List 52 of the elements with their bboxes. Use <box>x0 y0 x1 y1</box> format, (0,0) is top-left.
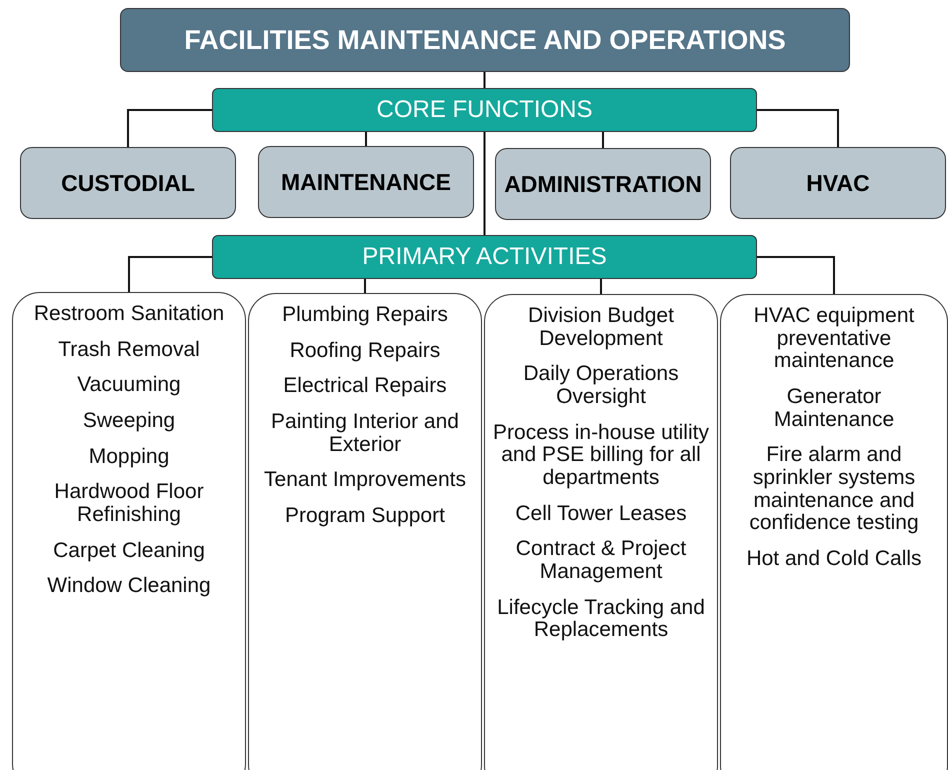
connector-line <box>365 132 367 146</box>
function-box <box>495 148 711 220</box>
activity-item: Process in-house utility and PSE billing for all departments <box>492 422 710 490</box>
activity-item: Hardwood Floor Refinishing <box>53 481 205 527</box>
activity-item: Plumbing Repairs <box>282 304 448 327</box>
node-label: PRIMARY ACTIVITIES <box>362 243 607 271</box>
activity-item: Lifecycle Tracking and Replacements <box>496 596 706 642</box>
node-label: ADMINISTRATION <box>504 170 702 198</box>
connector-line <box>128 256 212 292</box>
activity-panel <box>720 294 948 770</box>
activity-item: Painting Interior and Exterior <box>270 411 460 456</box>
activity-item: Generator Maintenance <box>772 386 896 432</box>
activity-item: Mopping <box>88 446 170 468</box>
node-label: MAINTENANCE <box>281 168 451 196</box>
activity-item: Trash Removal <box>58 338 200 362</box>
activity-item: Program Support <box>285 505 445 528</box>
activity-panel <box>484 294 718 770</box>
node-label: HVAC <box>806 170 870 196</box>
connector-line <box>757 256 835 294</box>
section-band <box>212 235 757 279</box>
activity-item: Cell Tower Leases <box>515 502 687 526</box>
activity-item: Electrical Repairs <box>283 375 447 398</box>
activity-item: Vacuuming <box>77 374 181 398</box>
activity-item: Division Budget Development <box>527 305 675 350</box>
activity-item: HVAC equipment preventative maintenance <box>752 305 916 374</box>
activity-item: Daily Operations Oversight <box>522 363 680 409</box>
connector-line <box>757 109 839 147</box>
activity-item: Restroom Sanitation <box>34 303 224 326</box>
activity-item: Roofing Repairs <box>290 340 440 362</box>
activity-item: Window Cleaning <box>47 575 211 598</box>
activity-item: Hot and Cold Calls <box>746 548 922 571</box>
activity-item: Contract & Project Management <box>514 538 688 584</box>
activity-panel <box>248 293 482 770</box>
function-box <box>258 146 474 218</box>
node-label: FACILITIES MAINTENANCE AND OPERATIONS <box>184 24 786 56</box>
connector-line <box>600 279 602 294</box>
function-box <box>730 147 946 219</box>
connector-line <box>602 132 604 148</box>
connector-line <box>127 109 212 147</box>
connector-line <box>484 72 486 88</box>
activity-item: Sweeping <box>82 410 176 433</box>
title-banner <box>120 8 850 72</box>
activity-item: Fire alarm and sprinkler systems maintenance and confidence testing <box>748 444 920 536</box>
function-box <box>20 147 236 219</box>
activity-item: Carpet Cleaning <box>53 540 205 562</box>
connector-line <box>484 132 486 235</box>
activity-panel <box>12 292 246 770</box>
connector-line <box>364 279 366 293</box>
activity-item: Tenant Improvements <box>264 469 466 492</box>
node-label: CUSTODIAL <box>61 170 195 196</box>
node-label: CORE FUNCTIONS <box>376 96 592 124</box>
section-band <box>212 88 757 132</box>
